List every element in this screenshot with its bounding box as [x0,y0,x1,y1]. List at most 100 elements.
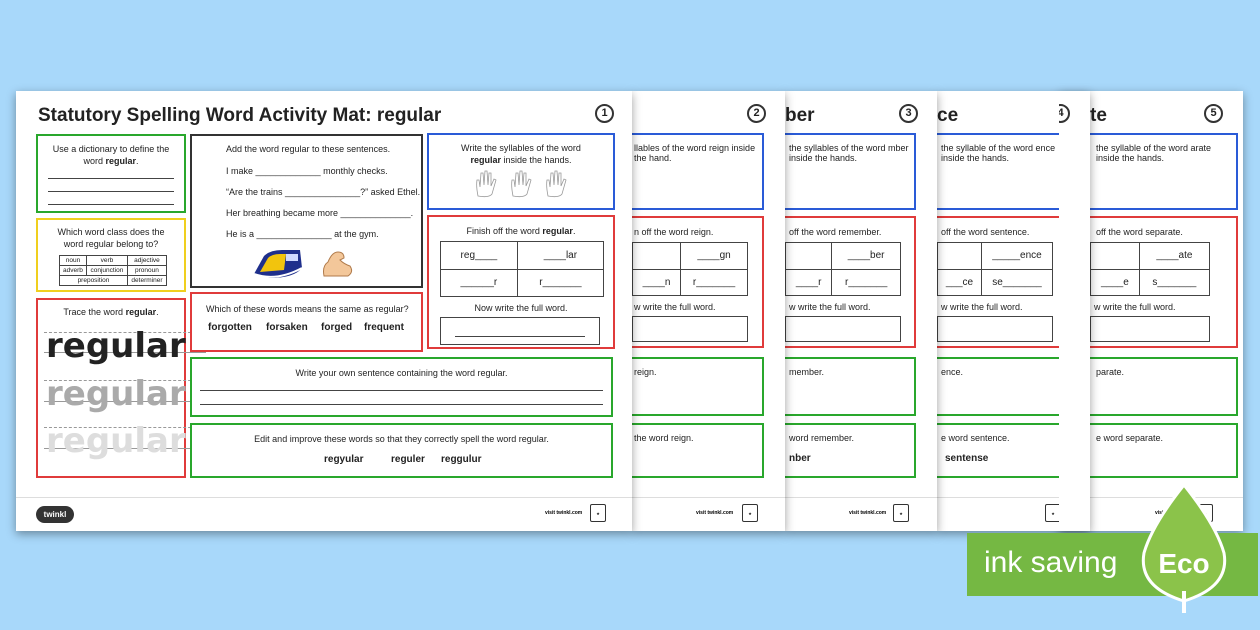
finish-box: Finish off the word regular. reg________… [427,215,615,349]
footer: ★ [937,497,1059,531]
sheet-title-fragment: ce [937,105,959,126]
sentences-heading: Add the word regular to these sentences. [226,144,391,154]
word-class-option[interactable]: adverb [59,265,87,276]
syllables-box: the syllable of the word arate inside th… [1088,133,1238,210]
syllables-box: Write the syllables of the word regular … [427,133,615,210]
dictionary-prompt: Use a dictionary to define the word regu… [38,136,184,167]
cell: ____ate [1138,242,1211,270]
hand-outline-icon[interactable] [543,170,569,198]
writing-line[interactable] [200,404,603,405]
word-class-option[interactable]: pronoun [126,265,168,276]
writing-line[interactable] [455,336,585,337]
misspelt-word[interactable]: reguler [391,454,425,465]
misspelt-word[interactable]: regyular [324,454,364,465]
cell: ____n [632,268,682,296]
cell [632,242,682,270]
prompt-end: inside the hands. [500,155,572,165]
footer: visit twinkl.com ★ [632,497,785,531]
own-sentence-box: reign. [632,357,764,416]
full-word-box[interactable] [440,317,600,345]
sheet-number: 2 [747,104,766,123]
finish-cell[interactable]: r_______ [516,268,605,297]
prompt-end: . [156,307,159,317]
syllables-text: the syllable of the word arate inside th… [1096,143,1212,163]
writing-line[interactable] [200,390,603,391]
eco-leaf-icon: Eco [1141,483,1227,613]
sentence[interactable]: “Are the trains _______________?” asked … [226,187,421,197]
trace-label: Trace the word regular. [38,300,184,317]
cell: _____ence [980,242,1054,270]
trace-word-grey[interactable]: regular [46,374,186,414]
full-word-box[interactable] [632,316,748,342]
full-word-box[interactable] [785,316,901,342]
hands-row [429,170,613,200]
trace-word-light[interactable]: regular [46,421,186,461]
footer: twinkl visit twinkl.com ★ [16,497,632,531]
finish-cell[interactable]: ______r [440,268,518,297]
syllables-text: the syllables of the word mber inside th… [789,143,909,163]
edit-text: e word sentence. [941,433,1010,443]
trace-word-solid: regular [46,326,186,366]
finish-label: off the word remember. [789,227,882,237]
edit-box: the word reign. [632,423,764,478]
edit-text: word remember. [789,433,855,443]
word-class-option[interactable]: verb [85,255,128,266]
syllables-box: llables of the word reign inside the han… [632,133,764,210]
page-title: Statutory Spelling Word Activity Mat: re… [38,105,442,126]
finish-label: off the word separate. [1096,227,1183,237]
prompt-text: Finish off the word [466,226,543,236]
own-sentence-box: ence. [937,357,1059,416]
flexed-arm-icon [323,251,353,277]
meaning-option[interactable]: forged [321,322,353,333]
cell [785,242,833,270]
sentence[interactable]: I make _____________ monthly checks. [226,166,388,176]
word-class-option[interactable]: determiner [126,275,168,286]
misspelt-word[interactable]: reggulur [441,454,482,465]
prompt-text: Trace the word [63,307,126,317]
hand-outline-icon[interactable] [508,170,534,198]
tracing-guide [44,401,206,402]
sheet-title-fragment: ber [785,105,815,126]
edit-text: the word reign. [634,433,694,443]
own-sentence-text: ence. [941,367,964,377]
meaning-option[interactable]: forsaken [266,322,308,333]
full-word-label: Now write the full word. [474,303,568,313]
cell [1090,242,1140,270]
meaning-option[interactable]: frequent [364,322,404,333]
word-class-option[interactable]: conjunction [85,265,128,276]
tracing-guide [44,380,206,381]
writing-line[interactable] [48,191,174,192]
finish-cell[interactable]: ____lar [516,241,605,270]
own-sentence-box: member. [785,357,916,416]
word-class-option[interactable]: noun [59,255,87,266]
writing-line[interactable] [48,178,174,179]
cell [937,242,982,270]
word-class-option[interactable]: preposition [59,275,128,286]
sentence[interactable]: Her breathing became more ______________… [226,208,414,218]
finish-label: n off the word reign. [634,227,714,237]
cell: se_______ [980,268,1054,296]
own-sentence-text: member. [789,367,825,377]
word-class-option[interactable]: adjective [126,255,168,266]
full-word-box[interactable] [937,316,1053,342]
sentence[interactable]: He is a _______________ at the gym. [226,229,379,239]
meaning-option[interactable]: forgotten [208,322,252,333]
visit-link[interactable]: visit twinkl.com [545,510,583,516]
visit-link[interactable]: visit twinkl.com [849,510,887,516]
hand-outline-icon[interactable] [473,170,499,198]
finish-label: off the word sentence. [941,227,1030,237]
visit-link[interactable]: visit twinkl.com [696,510,734,516]
prompt-end: . [136,156,139,166]
cell: ____e [1090,268,1140,296]
tracing-guide [44,448,206,449]
full-word-label: w write the full word. [789,302,871,312]
finish-cell[interactable]: reg____ [440,241,518,270]
full-word-box[interactable] [1090,316,1210,342]
writing-line[interactable] [48,204,174,205]
twinkl-logo[interactable]: twinkl [36,506,74,523]
